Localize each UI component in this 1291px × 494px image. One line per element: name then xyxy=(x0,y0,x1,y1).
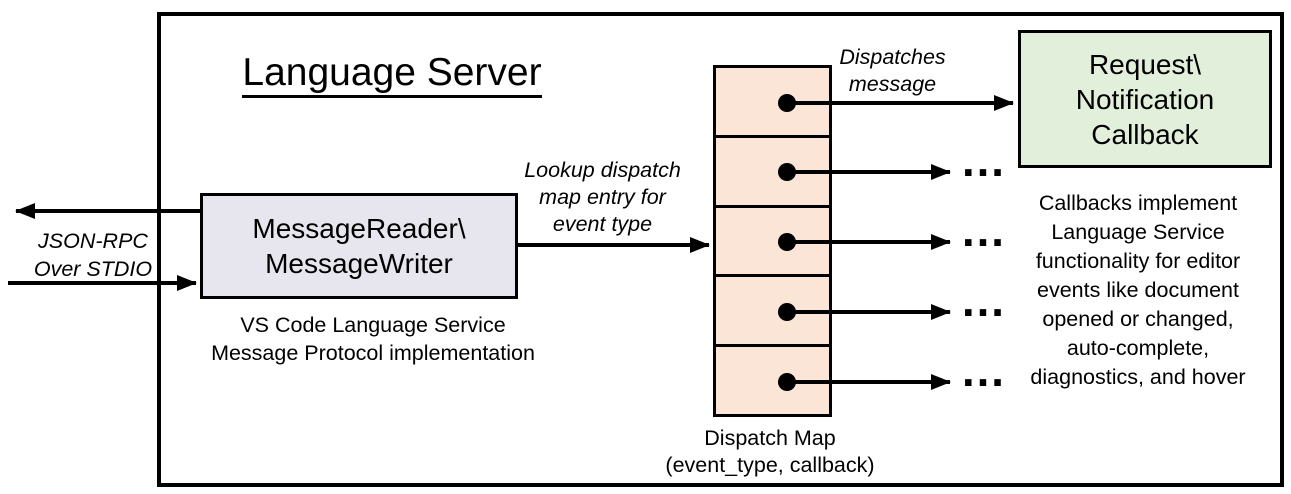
diagram-title: Language Server xyxy=(212,50,572,98)
dispatch-map-box xyxy=(713,65,832,417)
message-box-caption: VS Code Language Service Message Protoco… xyxy=(183,311,563,367)
dispatch-map-cell xyxy=(716,68,829,135)
lookup-label-line3: event type xyxy=(552,212,653,236)
callback-box-line3: Callback xyxy=(1091,118,1199,150)
callbacks-note-line: diagnostics, and hover xyxy=(1030,365,1246,389)
ellipsis-row4: … xyxy=(960,274,1007,326)
dispatch-map-cell xyxy=(716,204,829,275)
ellipsis-row3: … xyxy=(960,204,1007,256)
callbacks-note-line: opened or changed, xyxy=(1042,307,1234,331)
dispatches-label-line1: Dispatches xyxy=(839,45,946,69)
json-rpc-label-line1: JSON-RPC xyxy=(38,229,148,253)
ellipsis-row2: … xyxy=(960,134,1007,186)
lookup-dispatch-label: Lookup dispatch map entry for event type xyxy=(515,157,690,238)
dispatches-message-label: Dispatches message xyxy=(835,44,950,98)
dispatch-map-caption: Dispatch Map (event_type, callback) xyxy=(640,425,900,479)
dispatches-label-line2: message xyxy=(848,72,937,96)
ellipsis-row5: … xyxy=(960,344,1007,396)
callback-box-line1: Request\ xyxy=(1088,48,1202,80)
callbacks-note: Callbacks implement Language Service fun… xyxy=(1002,189,1274,392)
callback-box-line2: Notification xyxy=(1075,83,1215,115)
callbacks-note-line: Language Service xyxy=(1051,220,1225,244)
callbacks-note-line: functionality for editor xyxy=(1035,249,1241,273)
message-box-line2: MessageWriter xyxy=(265,248,453,279)
dispatch-map-caption-line1: Dispatch Map xyxy=(704,426,836,450)
message-box-caption-line1: VS Code Language Service xyxy=(240,313,506,337)
dispatch-map-cell xyxy=(716,274,829,344)
dispatch-map-cell xyxy=(716,344,829,414)
dispatch-map-caption-line2: (event_type, callback) xyxy=(665,453,875,477)
json-rpc-label-line2: Over STDIO xyxy=(33,257,153,281)
callbacks-note-line: Callbacks implement xyxy=(1038,191,1238,215)
message-reader-writer-box: MessageReader\ MessageWriter xyxy=(200,193,518,299)
callbacks-note-line: auto-complete, xyxy=(1066,336,1210,360)
json-rpc-over-stdio-label: JSON-RPC Over STDIO xyxy=(18,227,168,283)
diagram-title-text: Language Server xyxy=(242,51,542,98)
request-notification-callback-box: Request\ Notification Callback xyxy=(1018,30,1272,168)
lookup-label-line2: map entry for xyxy=(539,185,666,209)
message-box-caption-line2: Message Protocol implementation xyxy=(211,341,535,365)
message-box-line1: MessageReader\ xyxy=(252,213,466,244)
dispatch-map-cell xyxy=(716,134,829,205)
callbacks-note-line: events like document xyxy=(1037,278,1239,302)
lookup-label-line1: Lookup dispatch xyxy=(524,158,681,182)
